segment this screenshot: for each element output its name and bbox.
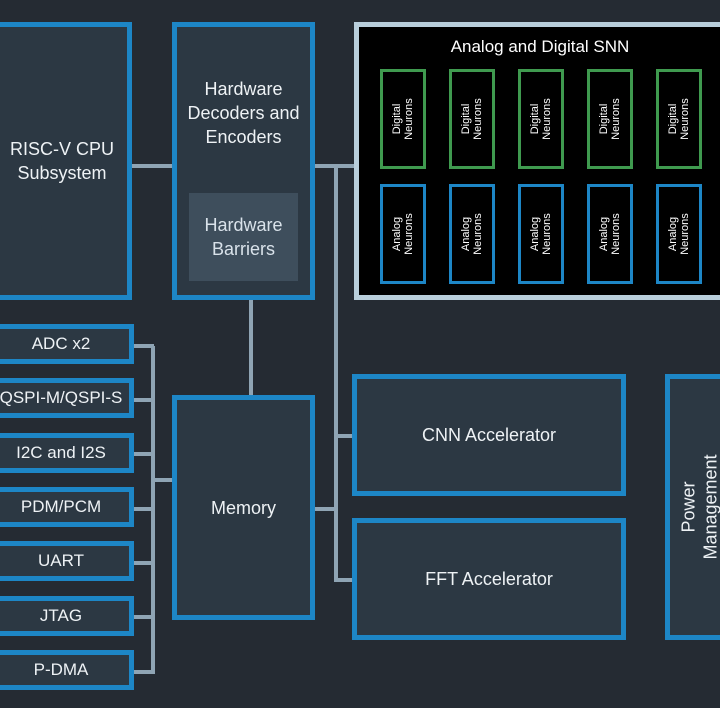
connector-codec-memory	[249, 298, 253, 398]
digital-neuron-label: Digital Neurons	[460, 98, 485, 140]
digital-neuron-4: Digital Neurons	[656, 69, 702, 169]
analog-neuron-3: Analog Neurons	[587, 184, 633, 284]
snn-block: Analog and Digital SNN Digital Neurons Di…	[354, 22, 720, 300]
connector-periph-5	[132, 615, 154, 619]
connector-periph-2	[132, 452, 154, 456]
power-management-block: Power Management	[665, 374, 720, 640]
analog-neuron-label: Analog Neurons	[460, 213, 485, 255]
connector-codec-bus	[312, 164, 354, 168]
peripheral-label: P-DMA	[33, 659, 89, 679]
connector-cpu-codec	[130, 164, 175, 168]
digital-neuron-0: Digital Neurons	[380, 69, 426, 169]
cnn-accelerator-label: CNN Accelerator	[421, 425, 557, 445]
connector-periph-0	[132, 344, 154, 348]
analog-neuron-4: Analog Neurons	[656, 184, 702, 284]
peripheral-5: JTAG	[0, 595, 134, 636]
analog-neuron-0: Analog Neurons	[380, 184, 426, 284]
snn-title: Analog and Digital SNN	[450, 37, 630, 56]
cnn-accelerator-block: CNN Accelerator	[352, 374, 626, 496]
connector-peripheral-memory	[151, 478, 174, 482]
analog-neuron-label: Analog Neurons	[598, 213, 623, 255]
analog-neuron-label: Analog Neurons	[529, 213, 554, 255]
peripheral-3: PDM/PCM	[0, 486, 134, 527]
digital-neuron-label: Digital Neurons	[391, 98, 416, 140]
analog-neuron-1: Analog Neurons	[449, 184, 495, 284]
connector-memory-bus	[312, 507, 336, 511]
connector-bus-cnn	[334, 434, 354, 438]
digital-neuron-label: Digital Neurons	[529, 98, 554, 140]
peripheral-label: JTAG	[39, 605, 83, 625]
connector-periph-4	[132, 561, 154, 565]
peripheral-label: QSPI-M/QSPI-S	[0, 388, 123, 408]
digital-neuron-label: Digital Neurons	[598, 98, 623, 140]
power-management-label: Power Management	[679, 454, 720, 560]
digital-neuron-label: Digital Neurons	[667, 98, 692, 140]
peripheral-label: PDM/PCM	[20, 496, 102, 516]
digital-neuron-2: Digital Neurons	[518, 69, 564, 169]
digital-neuron-3: Digital Neurons	[587, 69, 633, 169]
peripheral-2: I2C and I2S	[0, 432, 134, 473]
peripheral-0: ADC x2	[0, 324, 134, 364]
connector-periph-1	[132, 398, 154, 402]
peripheral-6: P-DMA	[0, 649, 134, 690]
digital-neuron-1: Digital Neurons	[449, 69, 495, 169]
peripheral-4: UART	[0, 541, 134, 582]
peripheral-1: QSPI-M/QSPI-S	[0, 378, 134, 419]
analog-neuron-label: Analog Neurons	[667, 213, 692, 255]
analog-neuron-2: Analog Neurons	[518, 184, 564, 284]
peripheral-label: ADC x2	[31, 334, 91, 353]
connector-periph-3	[132, 507, 154, 511]
analog-neuron-label: Analog Neurons	[391, 213, 416, 255]
memory-label: Memory	[210, 497, 276, 518]
peripheral-label: UART	[38, 551, 84, 571]
connector-bus-vertical	[334, 164, 338, 582]
peripheral-label: I2C and I2S	[16, 442, 106, 462]
hardware-barriers-block: Hardware Barriers	[189, 193, 298, 281]
memory-block: Memory	[172, 395, 315, 620]
connector-bus-fft	[334, 578, 354, 582]
connector-periph-6	[132, 670, 154, 674]
codec-label: Hardware Decoders and Encoders	[187, 79, 300, 147]
fft-accelerator-label: FFT Accelerator	[425, 569, 553, 589]
cpu-subsystem-label: RISC-V CPU Subsystem	[9, 139, 114, 183]
fft-accelerator-block: FFT Accelerator	[352, 518, 626, 640]
cpu-subsystem-block: RISC-V CPU Subsystem	[0, 22, 132, 300]
